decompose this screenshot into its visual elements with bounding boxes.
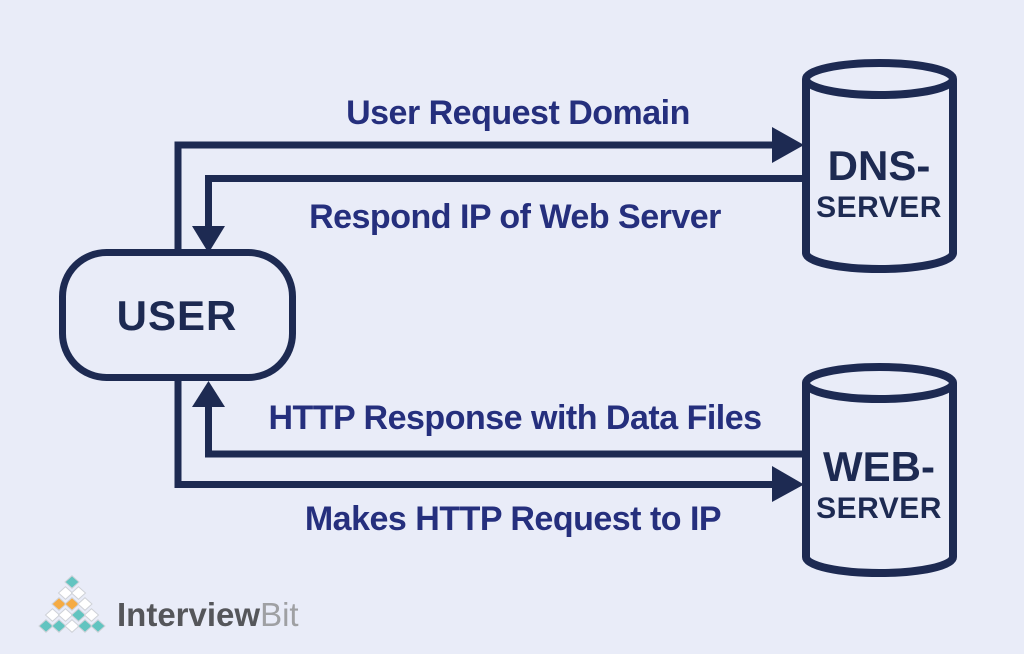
arrowhead-user-request-icon [772,127,804,163]
logo-diamond [38,619,54,633]
web-server-node-body [802,383,957,577]
logo-diamond [70,608,87,622]
flow-label-respond-ip: Respond IP of Web Server [309,198,721,236]
web-server-label-line1: WEB- [823,443,935,490]
logo-diamond [77,619,93,633]
web-server-label-line2: SERVER [816,492,942,525]
arrowhead-respond-ip-icon [192,226,225,253]
dns-server-node-body [802,79,957,273]
arrow-respond-ip-line [205,175,806,228]
user-node [59,249,296,381]
logo-diamond [51,619,67,633]
interviewbit-logo-mark-icon [38,575,106,633]
arrowhead-http-response-icon [192,381,225,407]
logo-diamond [64,597,80,611]
flow-label-http-response: HTTP Response with Data Files [268,399,761,437]
flow-label-makes-request: Makes HTTP Request to IP [305,500,721,538]
logo-text-bit: Bit [260,596,299,633]
logo-diamond [44,608,61,622]
logo-diamond [90,619,106,633]
interviewbit-logo-text: InterviewBit [117,596,299,633]
arrow-makes-request-line [174,374,774,488]
logo-diamond [51,597,67,611]
logo-diamond [57,586,74,600]
logo-diamond [64,575,80,589]
arrow-http-response-line [205,405,806,458]
dns-server-node-top [802,59,957,99]
logo-diamond [64,619,80,633]
logo-text-interview: Interview [117,596,260,633]
web-server-node-top [802,363,957,403]
dns-server-label-line1: DNS- [828,142,931,189]
logo-diamond [70,586,87,600]
arrow-user-request-line [174,141,774,256]
dns-server-label-line2: SERVER [816,191,942,224]
flow-label-user-request: User Request Domain [346,94,690,132]
user-node-label: USER [117,292,238,339]
logo-diamond [77,597,93,611]
arrowhead-makes-request-icon [772,466,804,502]
logo-diamond [83,608,100,622]
logo-diamond [57,608,74,622]
interviewbit-logo: InterviewBit [38,575,299,633]
